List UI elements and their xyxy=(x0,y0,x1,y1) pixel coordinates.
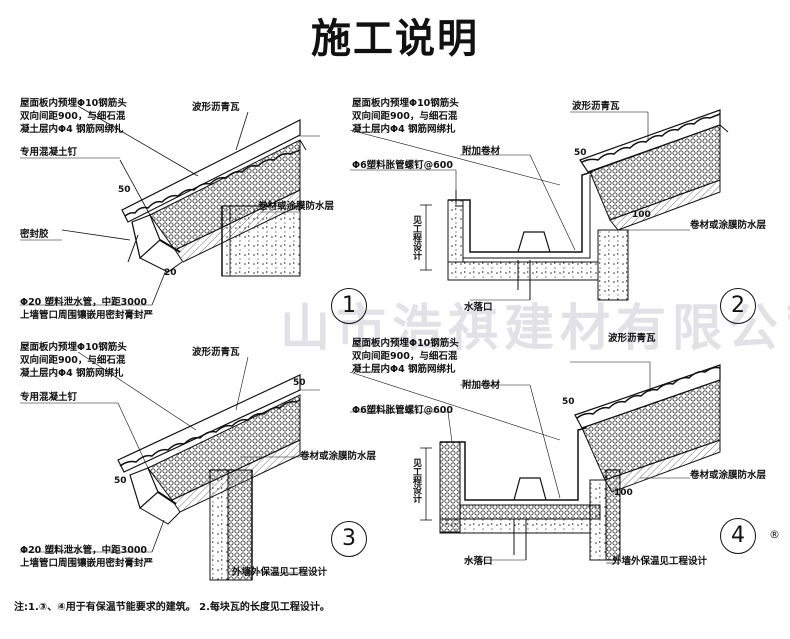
p3-nail-label: 专用混凝土钉 xyxy=(20,392,78,403)
p1-dim-1: 50 xyxy=(118,185,131,195)
panel-number-1: 1 xyxy=(331,288,367,324)
p3-drain-1: Φ20 塑料泄水管，中距3000 xyxy=(20,545,148,556)
p4-dim-1: 50 xyxy=(562,397,575,407)
p4-rebar-note-1: 屋面板内预埋Φ10钢筋头 xyxy=(352,338,459,349)
p3-rebar-note-1: 屋面板内预埋Φ10钢筋头 xyxy=(20,342,127,353)
p3-rebar-note-2: 双向间距900，与细石混 xyxy=(20,355,126,366)
p4-extra-label: 附加卷材 xyxy=(462,380,501,391)
p1-rebar-note-3: 凝土层内Φ4 钢筋网绑扎 xyxy=(20,124,124,135)
p1-sealant-label: 密封胶 xyxy=(20,229,49,240)
p2-dim-1: 50 xyxy=(574,148,587,158)
p1-drain-1: Φ20 塑料泄水管，中距3000 xyxy=(20,297,148,308)
p3-tile-label: 波形沥青瓦 xyxy=(192,347,240,358)
p4-screw-label: Φ6塑料胀管螺钉@600 xyxy=(352,405,454,416)
p1-tile-label: 波形沥青瓦 xyxy=(192,102,240,113)
p2-extra-label: 附加卷材 xyxy=(462,146,501,157)
p4-rebar-note-2: 双向间距900，与细石混 xyxy=(352,351,458,362)
page-title: 施工说明 xyxy=(311,16,479,62)
p4-design-label: 见工程设计 xyxy=(411,458,421,503)
p4-insulation-label: 外墙外保温见工程设计 xyxy=(612,556,708,567)
p1-rebar-note-2: 双向间距900，与细石混 xyxy=(20,111,126,122)
p1-dim-2: 20 xyxy=(164,268,177,278)
p1-membrane-label: 卷材或涂膜防水层 xyxy=(258,201,335,212)
p4-dim-2: 100 xyxy=(614,488,633,498)
p2-dim-2: 100 xyxy=(632,210,651,220)
p4-membrane-label: 卷材或涂膜防水层 xyxy=(690,470,767,481)
footnote: 注:1.③、④用于有保温节能要求的建筑。 2.每块瓦的长度见工程设计。 xyxy=(14,602,330,613)
p2-rebar-note-1: 屋面板内预埋Φ10钢筋头 xyxy=(352,98,459,109)
p2-screw-label: Φ6塑料胀管螺钉@600 xyxy=(352,160,454,171)
p3-insulation-label: 外墙外保温见工程设计 xyxy=(232,567,328,578)
p4-outlet-label: 水落口 xyxy=(464,556,493,567)
panel-number-2: 2 xyxy=(720,288,756,324)
p2-rebar-note-2: 双向间距900，与细石混 xyxy=(352,111,458,122)
p2-membrane-label: 卷材或涂膜防水层 xyxy=(690,220,767,231)
p4-tile-label: 波形沥青瓦 xyxy=(608,333,656,344)
panel-1-drawing xyxy=(20,105,320,306)
p2-design-label: 见工程设计 xyxy=(411,215,421,260)
panel-2-drawing xyxy=(349,109,729,301)
panel-number-4: 4 xyxy=(720,518,756,554)
panel-4-drawing xyxy=(349,361,721,564)
p3-drain-2: 上墙管口周围镶嵌用密封膏封严 xyxy=(20,558,154,569)
p1-rebar-note-1: 屋面板内预埋Φ10钢筋头 xyxy=(20,98,127,109)
p1-drain-2: 上墙管口周围镶嵌用密封膏封严 xyxy=(20,310,154,321)
p3-rebar-note-3: 凝土层内Φ4 钢筋网绑扎 xyxy=(20,368,124,379)
p2-tile-label: 波形沥青瓦 xyxy=(572,101,620,112)
p2-rebar-note-3: 凝土层内Φ4 钢筋网绑扎 xyxy=(352,124,456,135)
panel-number-3: 3 xyxy=(331,521,367,557)
p1-nail-label: 专用混凝土钉 xyxy=(20,147,78,158)
p3-dim-1: 50 xyxy=(114,476,127,486)
p4-rebar-note-3: 凝土层内Φ4 钢筋网绑扎 xyxy=(352,364,456,375)
registered-mark: ® xyxy=(769,528,780,541)
p3-dim-2: 50 xyxy=(293,378,306,388)
panel-3-drawing xyxy=(20,351,320,581)
p3-membrane-label: 卷材或涂膜防水层 xyxy=(300,451,377,462)
p2-outlet-label: 水落口 xyxy=(464,302,493,313)
